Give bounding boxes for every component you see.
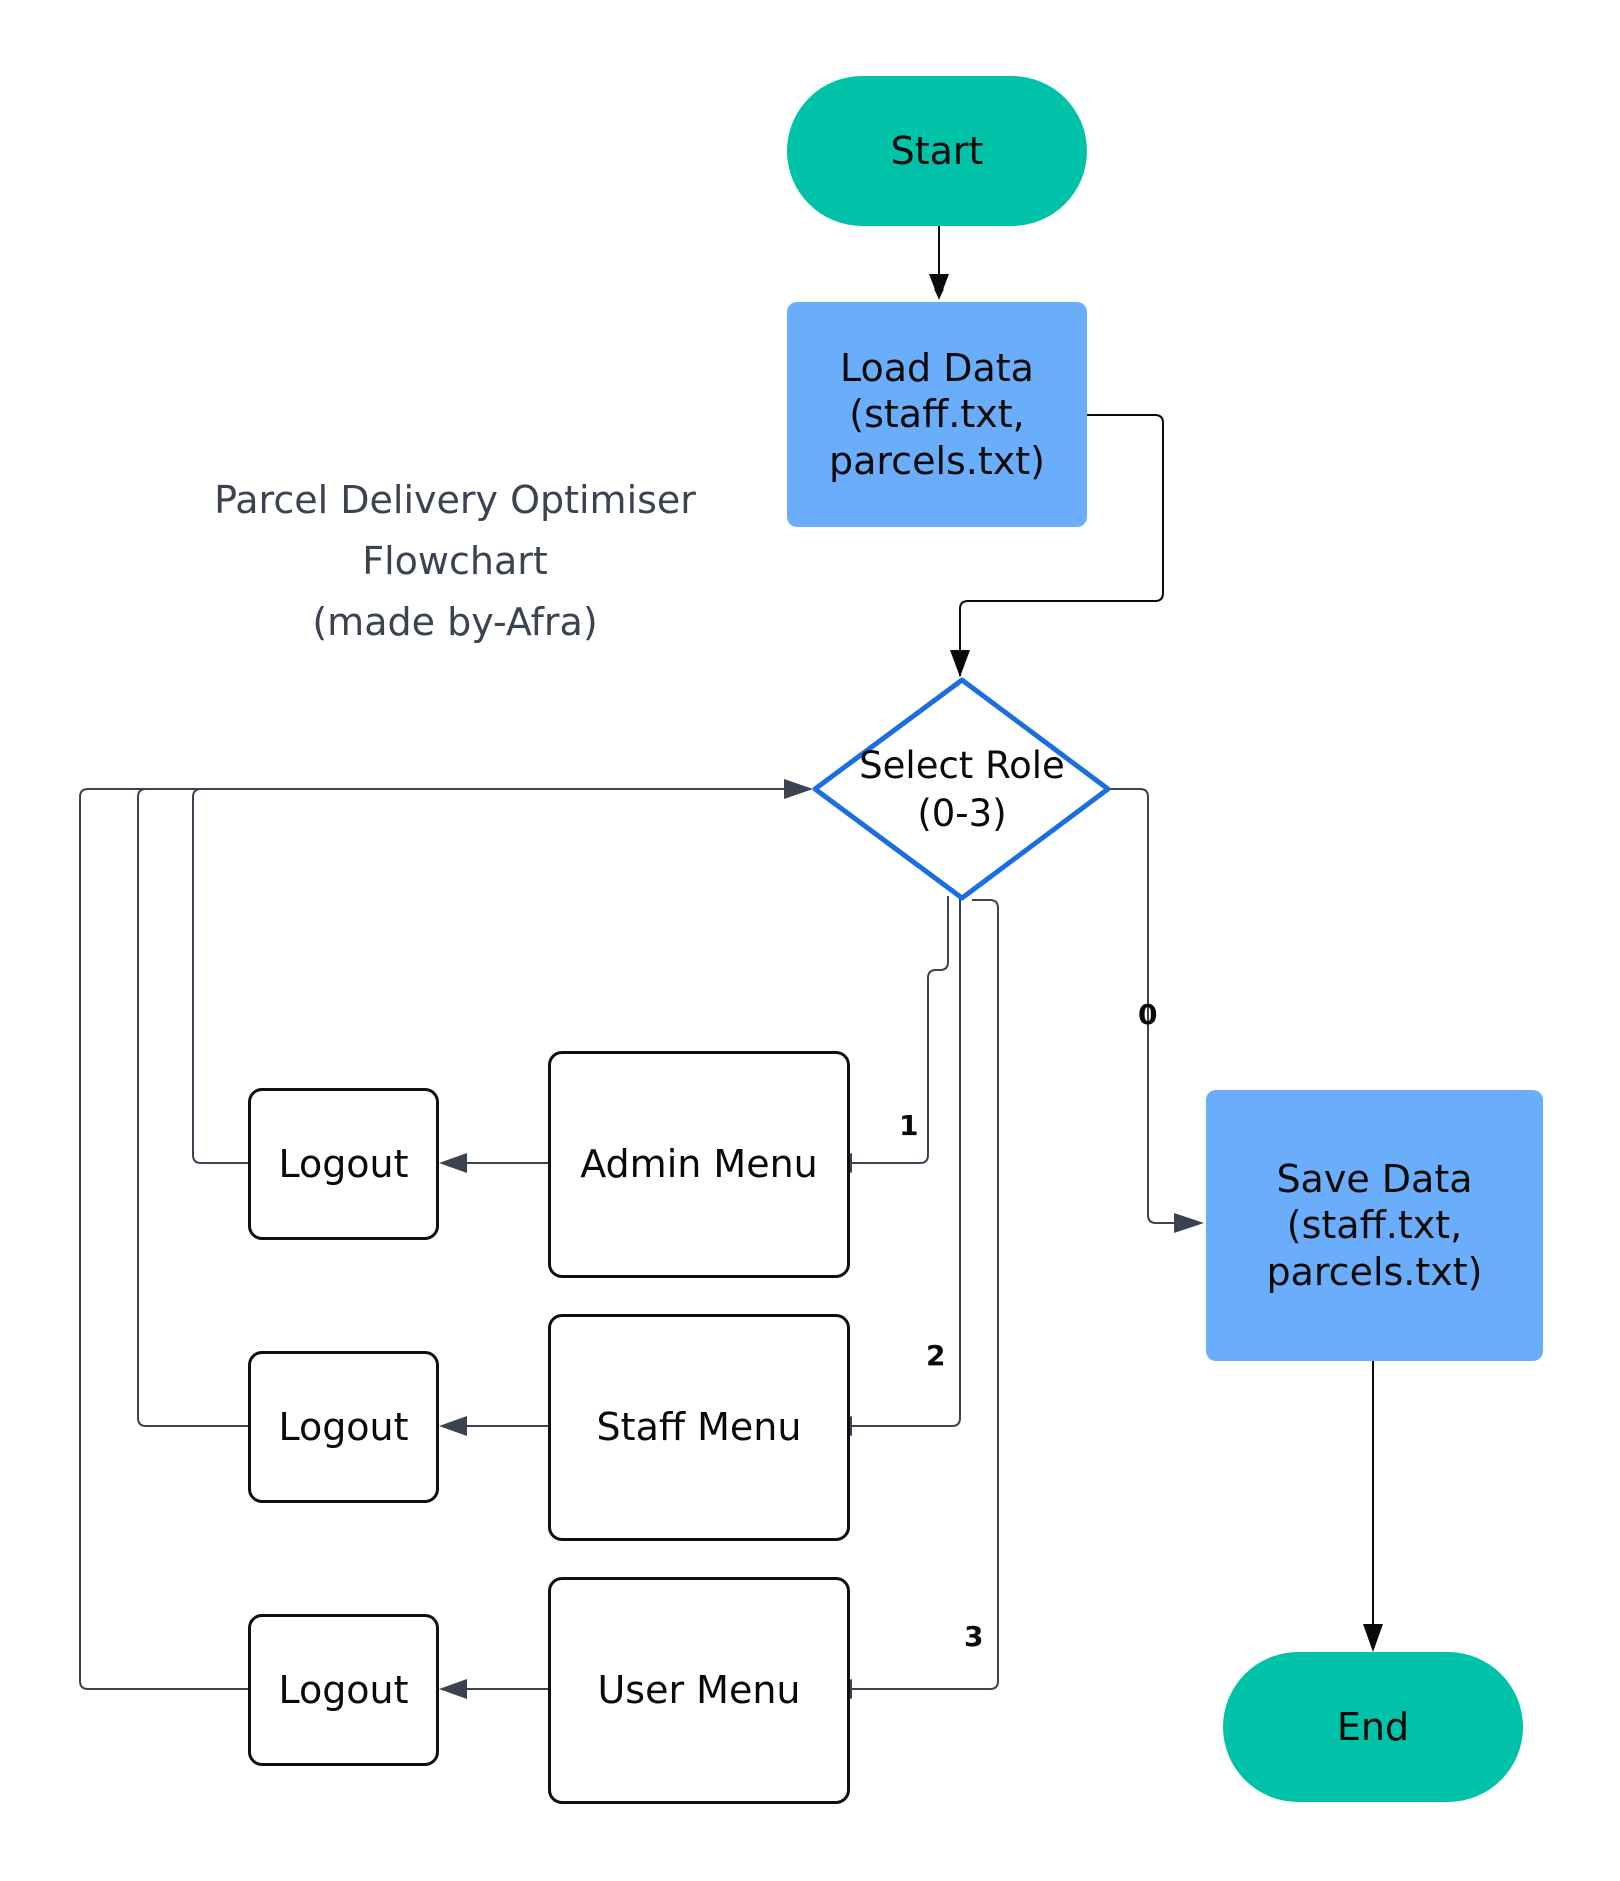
logout-staff-node: Logout [248,1351,439,1503]
start-node: Start [787,76,1087,226]
end-node: End [1223,1652,1523,1802]
edge-label-3: 3 [964,1620,984,1653]
connector-role-to-user [850,899,999,1690]
arrowhead-save [1174,1213,1204,1233]
arrowhead-role [950,650,970,677]
save-data-node: Save Data (staff.txt, parcels.txt) [1206,1090,1543,1361]
admin-menu-node: Admin Menu [548,1051,850,1278]
user-menu-node: User Menu [548,1577,850,1804]
select-role-label: Select Role (0-3) [859,743,1065,835]
flowchart-title: Parcel Delivery Optimiser Flowchart (mad… [214,478,696,644]
arrowhead-logout-staff [439,1416,467,1436]
arrowhead-load [929,274,949,300]
load-data-node: Load Data (staff.txt, parcels.txt) [787,302,1087,527]
connector-role-to-staff [850,896,961,1427]
arrowhead-logout-admin [439,1153,467,1173]
arrowhead-role-loop [784,779,813,799]
edge-label-2: 2 [926,1339,946,1372]
connector-load-to-role [959,414,1164,676]
connector-logout-user-to-role [79,788,790,1690]
logout-admin-node: Logout [248,1088,439,1240]
edge-label-1: 1 [899,1109,919,1142]
connector-role-to-admin [850,896,949,1164]
select-role-diamond [812,677,1111,901]
arrowhead-end [1363,1624,1383,1652]
logout-user-node: Logout [248,1614,439,1766]
connector-role-to-save [1108,788,1180,1224]
arrowhead-logout-user [439,1679,467,1699]
staff-menu-node: Staff Menu [548,1314,850,1541]
edge-label-0: 0 [1138,998,1158,1031]
